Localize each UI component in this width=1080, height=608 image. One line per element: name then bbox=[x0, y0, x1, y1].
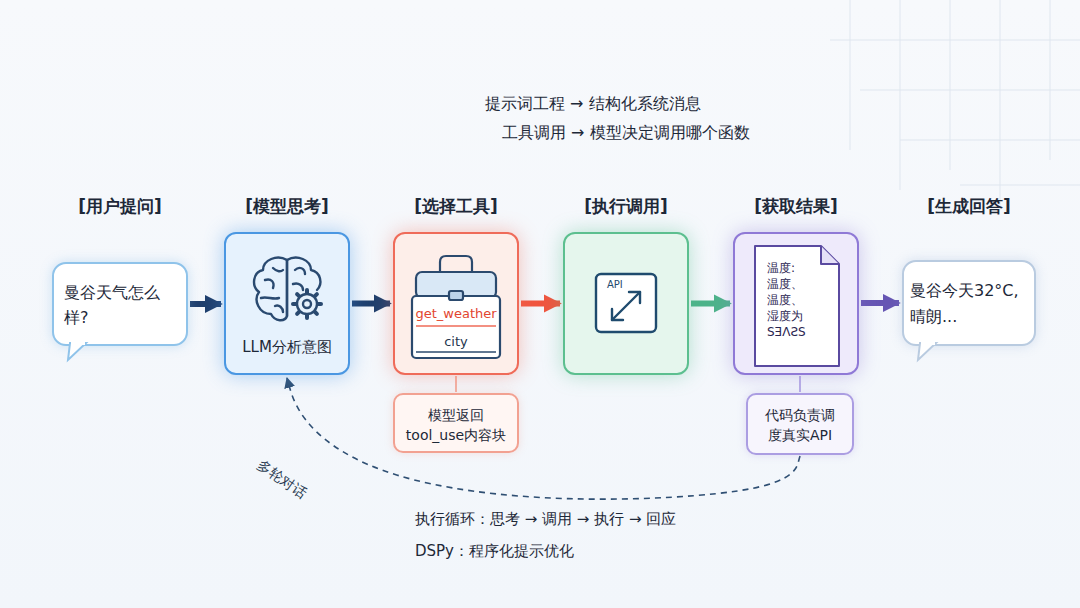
flow-arrow bbox=[861, 300, 899, 306]
document-icon bbox=[755, 246, 839, 366]
callout-note: 模型返回 tool_use内容块 bbox=[393, 393, 519, 453]
divider-line bbox=[416, 351, 496, 353]
tool-box: [选择工具]get_weathercity bbox=[393, 232, 519, 375]
node-text: 温度: 温度、 温度、 湿度为 SƎɅƧS bbox=[767, 260, 827, 340]
callout-note: 代码负责调度真实API bbox=[746, 393, 854, 455]
node-text: 模型返回 tool_use内容块 bbox=[401, 405, 511, 445]
model-box: [模型思考]LLM分析意图 bbox=[224, 232, 350, 375]
column-header: [执行调用] bbox=[584, 195, 668, 218]
node-icon bbox=[393, 232, 519, 375]
result-box: [获取结果]温度: 温度、 温度、 湿度为 SƎɅƧS bbox=[733, 232, 859, 375]
node-text: 曼谷今天32°C, 晴朗... bbox=[910, 278, 1028, 330]
edge-label: 多轮对话 bbox=[252, 455, 311, 504]
footer-note: DSPy：程序化提示优化 bbox=[415, 542, 574, 561]
flow-arrow bbox=[691, 301, 730, 307]
node-text: LLM分析意图 bbox=[242, 338, 332, 357]
column-header: [模型思考] bbox=[245, 195, 329, 218]
node-text: API bbox=[607, 279, 623, 290]
footer-note: 执行循环：思考 → 调用 → 执行 → 回应 bbox=[415, 510, 676, 529]
toolbox-icon bbox=[412, 256, 500, 358]
node-text: 代码负责调度真实API bbox=[761, 405, 839, 445]
concept-note: 工具调用 → 模型决定调用哪个函数 bbox=[502, 123, 750, 144]
api-box: [执行调用]API bbox=[563, 232, 689, 375]
node-icon bbox=[52, 262, 188, 346]
flow-arrow bbox=[521, 301, 560, 307]
column-header: [选择工具] bbox=[414, 195, 498, 218]
callout-pointer bbox=[799, 376, 801, 392]
node-icon bbox=[746, 393, 854, 455]
column-header: [生成回答] bbox=[927, 195, 1011, 218]
divider-line bbox=[416, 325, 496, 327]
brain-icon bbox=[254, 258, 321, 321]
node-text: 曼谷天气怎么样? bbox=[64, 280, 176, 330]
loop-connector bbox=[287, 378, 800, 499]
node-icon bbox=[902, 260, 1036, 346]
column-header: [用户提问] bbox=[78, 195, 162, 218]
concept-note: 提示词工程 → 结构化系统消息 bbox=[485, 94, 701, 115]
api-icon bbox=[596, 274, 656, 332]
flow-arrow bbox=[352, 301, 390, 307]
node-icon bbox=[563, 232, 689, 375]
column-header: [获取结果] bbox=[754, 195, 838, 218]
bubble-tail bbox=[68, 343, 86, 360]
gear-icon bbox=[293, 290, 321, 318]
bubble-tail bbox=[918, 343, 936, 360]
flow-arrow bbox=[190, 301, 221, 307]
node-text: city bbox=[444, 334, 468, 349]
answer-bubble: [生成回答]曼谷今天32°C, 晴朗... bbox=[902, 260, 1036, 346]
callout-pointer bbox=[455, 376, 457, 392]
question-bubble: [用户提问]曼谷天气怎么样? bbox=[52, 262, 188, 346]
node-text: get_weather bbox=[415, 306, 496, 321]
